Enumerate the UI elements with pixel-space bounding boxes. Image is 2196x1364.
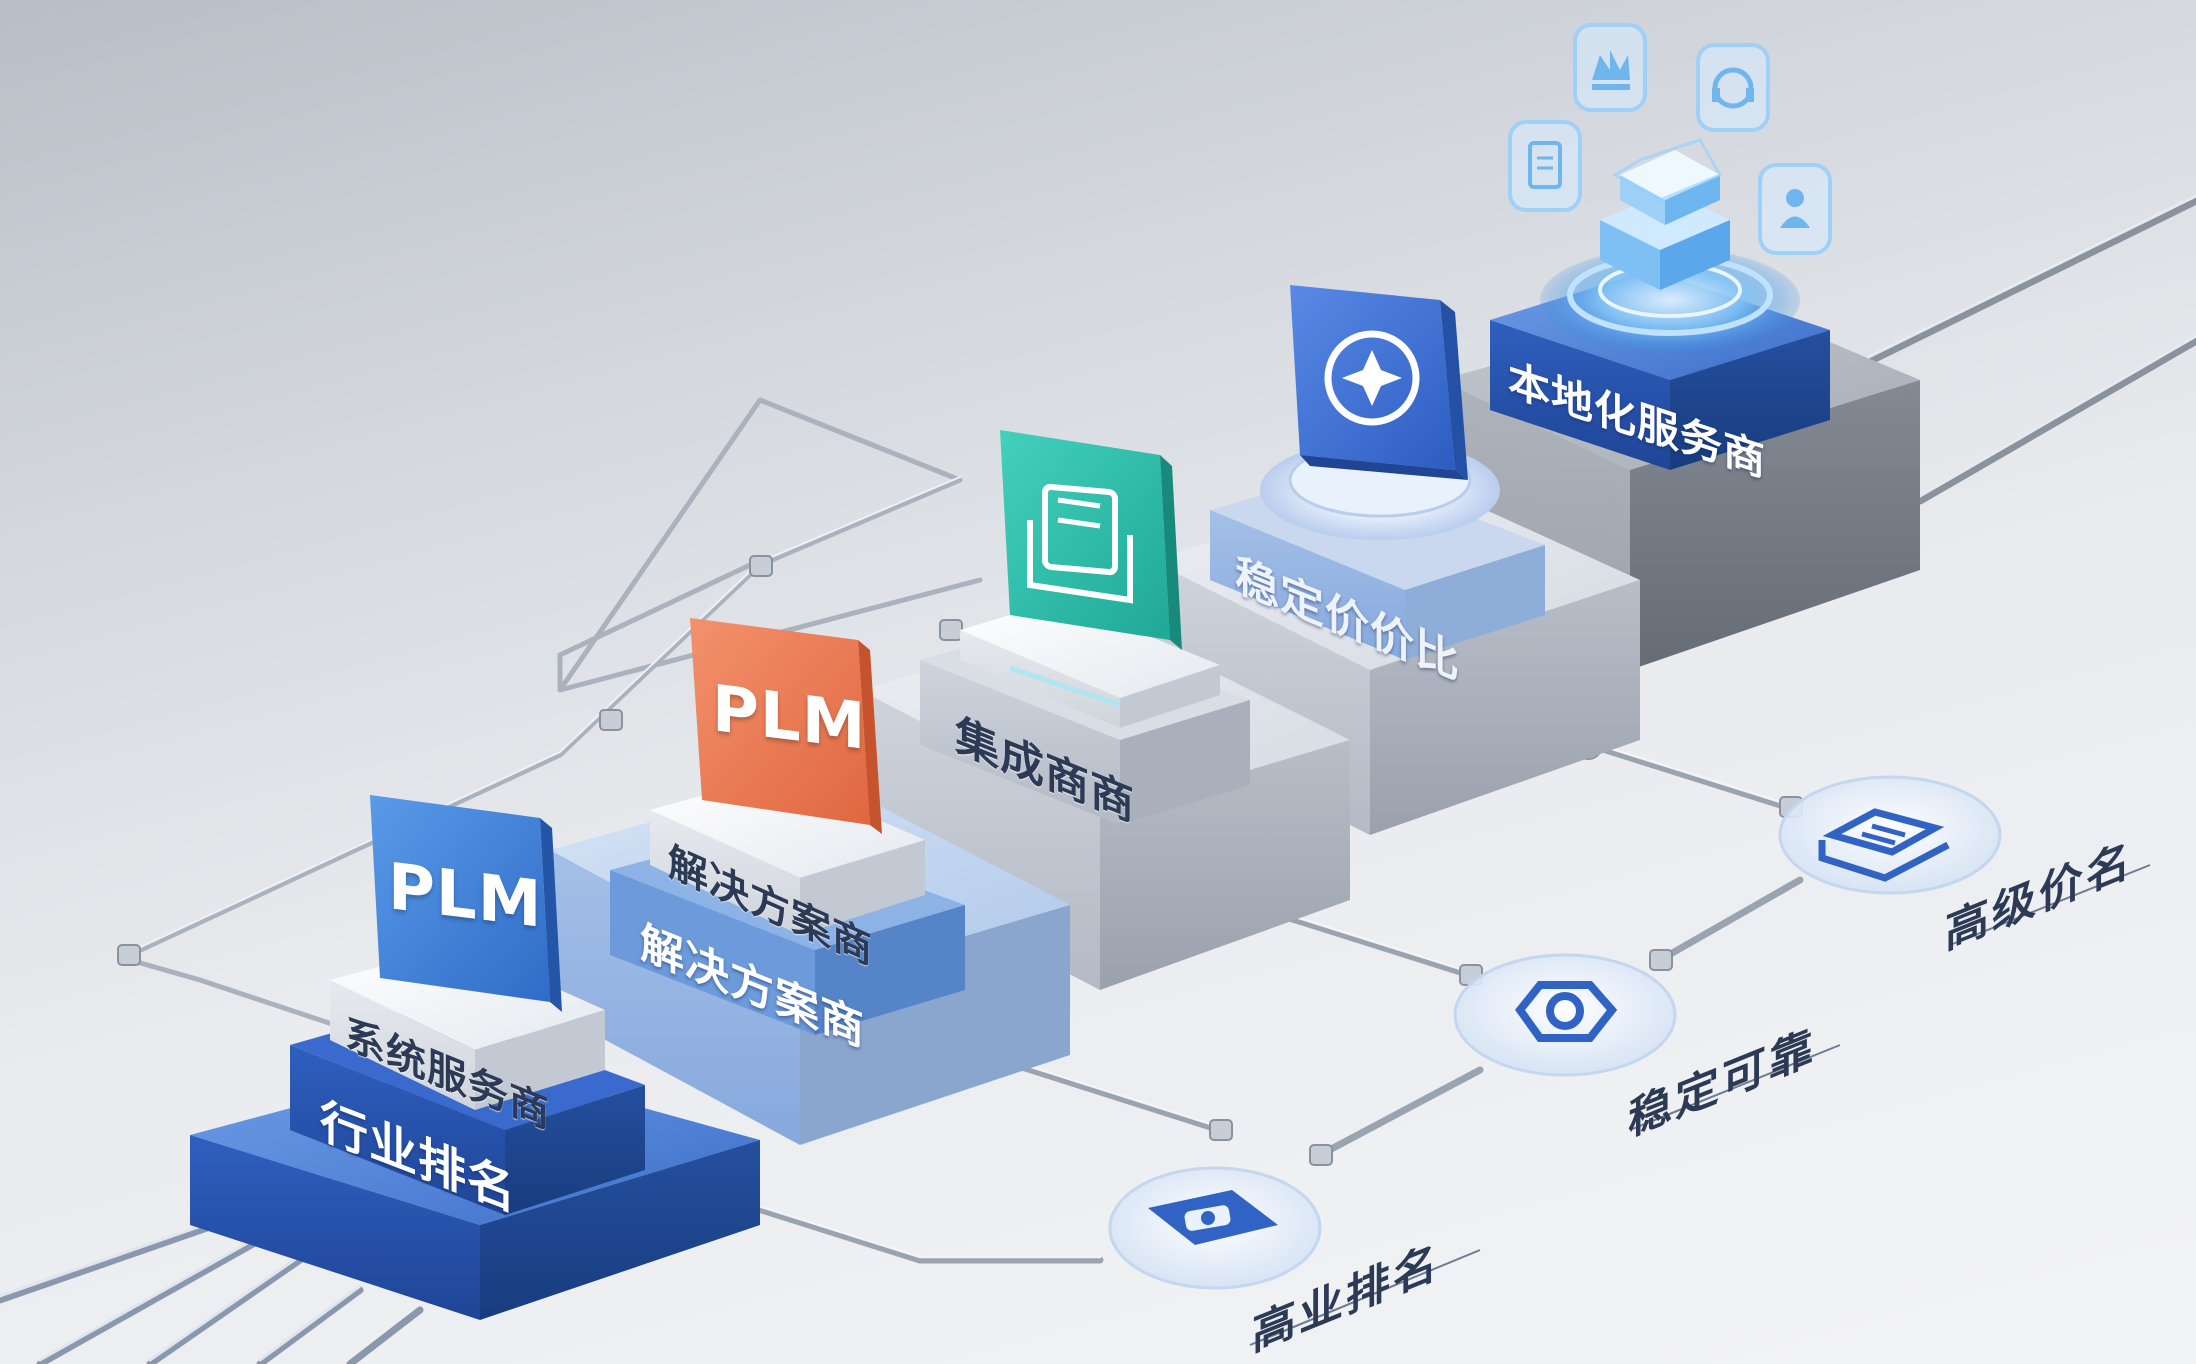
screen-icon [1148, 1190, 1278, 1245]
cables [0, 194, 2196, 1364]
floor-node-1 [1108, 1166, 1481, 1346]
document-stack-icon [1000, 430, 1182, 650]
headset-icon [1696, 43, 1770, 132]
floor-node-3 [1778, 775, 2151, 946]
plm-badge-orange [690, 618, 882, 834]
hexagon-gear-icon [1514, 981, 1618, 1042]
cube-hologram-icon [1600, 138, 1730, 290]
crown-icon [1573, 23, 1647, 112]
list-document-icon [1818, 808, 1950, 882]
hologram-icons [1508, 23, 1832, 255]
compass-star-icon [1290, 285, 1468, 480]
floor-node-2 [1453, 953, 1841, 1131]
user-icon [1758, 163, 1832, 255]
clipboard-icon [1508, 120, 1582, 212]
platform-1 [190, 795, 760, 1320]
platform-2 [550, 618, 1070, 1145]
plm-badge-blue [370, 795, 562, 1012]
platform-5 [1440, 138, 1920, 670]
